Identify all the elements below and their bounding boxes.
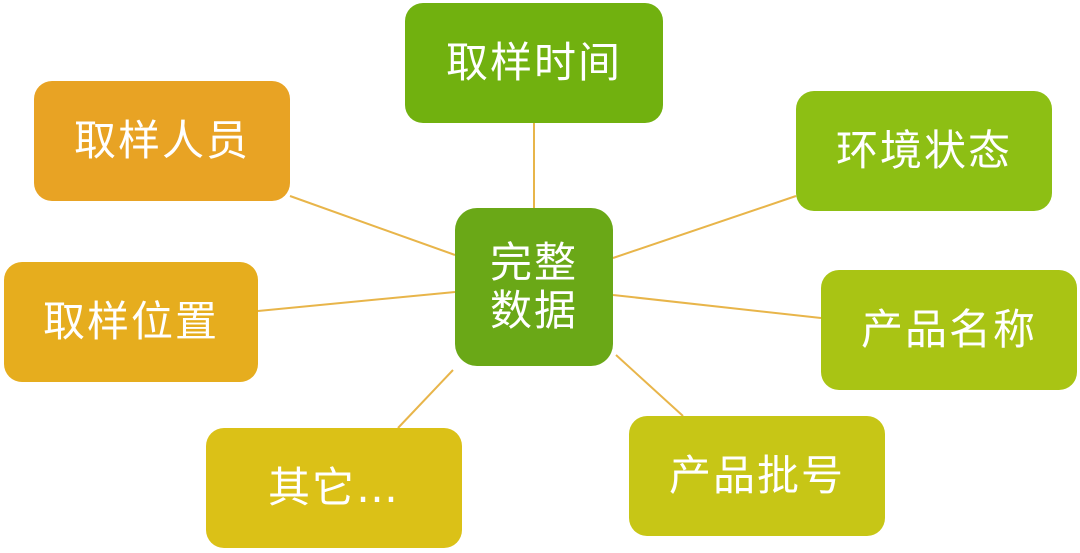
node-sampling-position: 取样位置 <box>4 262 258 382</box>
node-label: 其它… <box>267 462 400 512</box>
node-complete-data: 完整数据 <box>455 208 613 366</box>
node-environment-state: 环境状态 <box>796 91 1052 211</box>
node-label: 产品批号 <box>668 450 845 500</box>
node-sampling-time: 取样时间 <box>405 3 663 123</box>
connector-pos <box>257 291 456 312</box>
node-label: 环境状态 <box>835 125 1012 175</box>
node-label: 取样位置 <box>42 296 219 346</box>
node-label: 取样时间 <box>445 37 622 87</box>
connector-batch <box>615 354 684 417</box>
node-batch-number: 产品批号 <box>629 416 885 536</box>
connector-env <box>612 195 797 259</box>
node-label: 产品名称 <box>860 304 1037 354</box>
node-other: 其它… <box>206 428 462 548</box>
node-product-name: 产品名称 <box>821 270 1077 390</box>
connector-person <box>289 195 456 256</box>
node-label: 取样人员 <box>73 115 250 165</box>
connector-name <box>612 294 822 319</box>
node-sampling-person: 取样人员 <box>34 81 290 201</box>
center-label: 完整数据 <box>489 237 578 335</box>
connector-other <box>397 369 454 429</box>
